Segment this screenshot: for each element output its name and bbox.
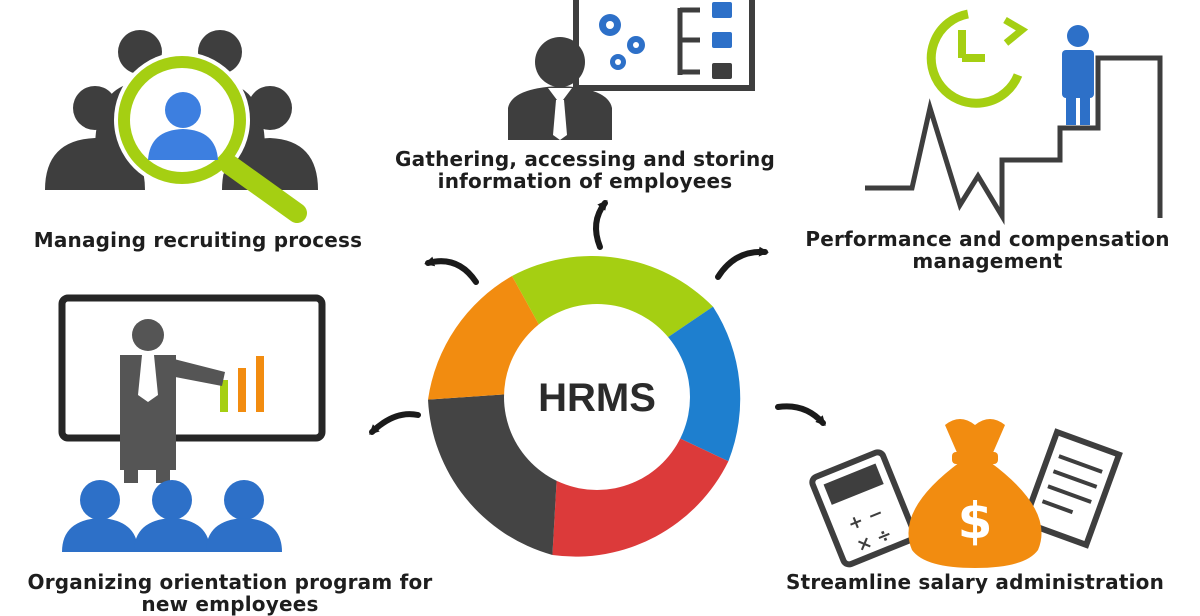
ring-segment-orientation xyxy=(428,394,557,555)
ring-segment-salary xyxy=(552,427,729,557)
svg-text:$: $ xyxy=(958,492,993,550)
arrow-to-salary xyxy=(775,403,826,426)
salary-label: Streamline salary administration xyxy=(785,570,1165,594)
arrow-to-gathering xyxy=(593,199,608,250)
hrms-center-label: HRMS xyxy=(538,376,656,420)
performance-label-line1: Performance and compensation xyxy=(805,227,1170,251)
performance-label-line2: management xyxy=(912,249,1063,273)
manager-dashboard-icon xyxy=(508,0,755,140)
money-bag-calculator-icon: + − × ÷ $ xyxy=(809,419,1123,568)
hrms-ring: HRMS xyxy=(428,256,741,557)
gathering-label-line2: information of employees xyxy=(437,169,733,193)
gathering-label-line1: Gathering, accessing and storing xyxy=(395,147,775,171)
orientation-label-line2: new employees xyxy=(141,592,319,616)
orientation-label: Organizing orientation program for new e… xyxy=(0,571,460,615)
arrows xyxy=(369,199,826,435)
ring-segment-gathering xyxy=(512,256,713,351)
recruiting-label: Managing recruiting process xyxy=(33,228,363,252)
arrow-to-performance xyxy=(715,246,769,280)
ring-hole xyxy=(504,304,690,490)
arrow-to-orientation xyxy=(369,411,421,435)
orientation-label-line1: Organizing orientation program for xyxy=(27,570,433,594)
arrow-to-recruiting xyxy=(424,256,479,285)
ring-segment-recruiting xyxy=(428,276,544,400)
gathering-label: Gathering, accessing and storing informa… xyxy=(360,148,810,192)
performance-chart-clock-icon xyxy=(865,9,1163,226)
presentation-board-icon xyxy=(58,294,326,552)
hrms-diagram: HRMS xyxy=(45,0,1163,568)
recruiting-magnifier-people-icon xyxy=(45,30,318,223)
performance-label: Performance and compensation management xyxy=(775,228,1200,272)
